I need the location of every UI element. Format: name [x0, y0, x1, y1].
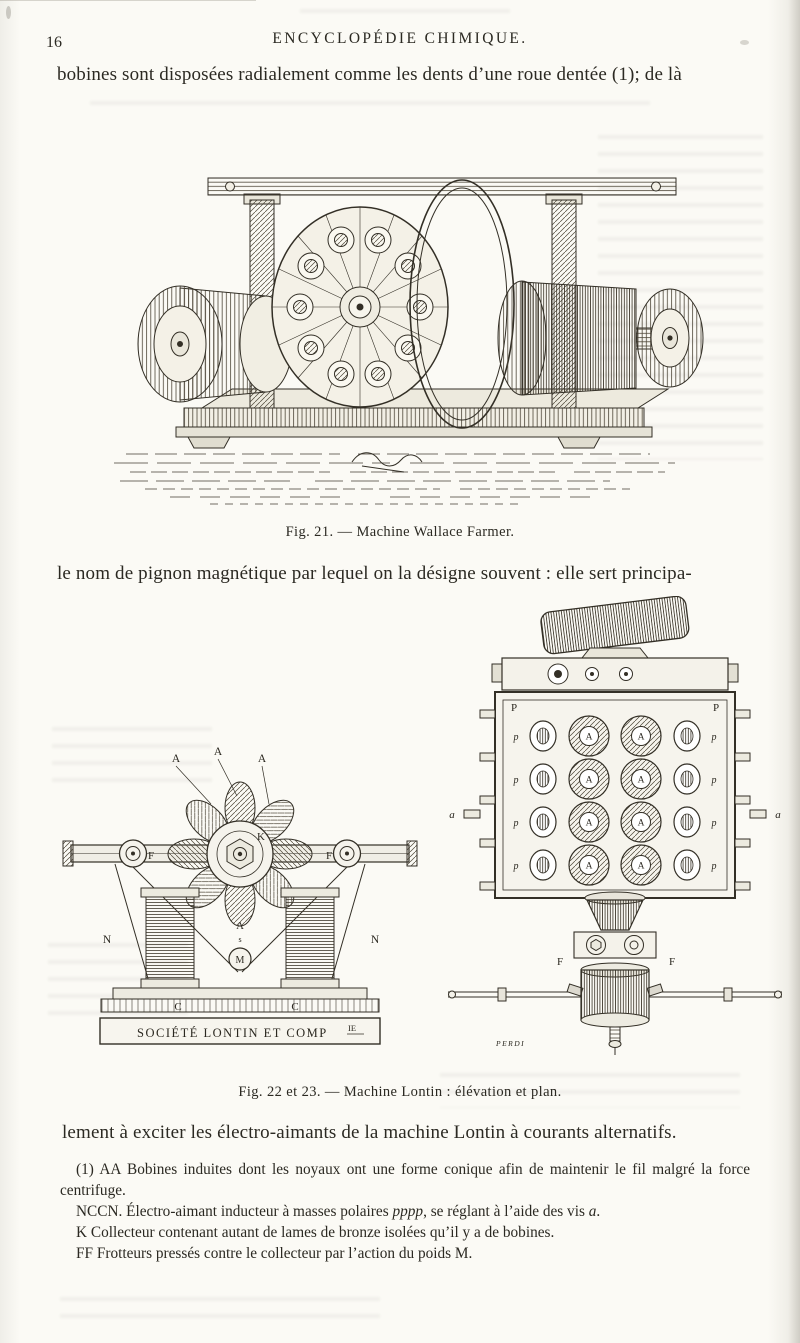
footnote-3: K Collecteur contenant autant de lames d… [60, 1223, 750, 1244]
fig22-nameplate [99, 1017, 381, 1045]
fig23-label-a-coil-6: A [638, 819, 645, 829]
figure-22-23-caption: Fig. 22 et 23. — Machine Lontin : élévat… [238, 1084, 562, 1100]
fig23-adjusting-screws-a [463, 809, 767, 819]
fig22-nameplate-superscript: IE [348, 1023, 356, 1033]
fig23-label-p-left-4: p [513, 861, 519, 872]
fig22-label-m: M [236, 955, 245, 966]
scan-blot [740, 40, 749, 45]
fig23-top-cylinder [540, 596, 690, 655]
bleedthrough-smudge [60, 1292, 380, 1318]
fig21-right-drum-and-pulley [497, 280, 704, 396]
fig23-label-a-coil-7: A [586, 862, 593, 872]
fig23-commutator-assembly [448, 962, 782, 1028]
footnote-3-text: K Collecteur contenant autant de lames d… [76, 1223, 555, 1241]
footnote-4-text: FF Frotteurs pressés contre le collecteu… [76, 1244, 473, 1262]
fig23-lower-shaft [608, 1026, 622, 1055]
paragraph-line-1: bobines sont disposées radialement comme… [57, 64, 682, 85]
fig23-induced-coils [529, 715, 701, 886]
fig23-label-a-coil-2: A [638, 733, 645, 743]
fig22-nameplate-text: SOCIÉTÉ LONTIN ET COMP [137, 1026, 328, 1040]
figure-21-engraving-wallace-farmer [114, 177, 704, 505]
fig23-label-f-left: F [557, 956, 563, 968]
fig22-label-a-top-1: A [172, 753, 181, 765]
fig22-label-k: K [257, 831, 265, 843]
fig23-label-a-screw-left: a [449, 809, 455, 821]
fig22-label-s: s [238, 935, 241, 944]
bleedthrough-smudge [300, 4, 510, 20]
paragraph-line-3: lement à exciter les électro-aimants de … [62, 1122, 677, 1143]
fig21-rotor-disc [271, 206, 449, 408]
bleedthrough-smudge [440, 1068, 740, 1108]
fig22-base [100, 987, 380, 1013]
fig23-label-a-coil-8: A [638, 862, 645, 872]
fig21-rotor-coils [286, 226, 434, 388]
footnote-2-text-end: . [596, 1202, 601, 1220]
fig22-label-f-left: F [148, 850, 154, 862]
fig23-label-p-right-1: p [711, 732, 717, 743]
bleedthrough-smudge [52, 722, 212, 782]
fig23-label-f-right: F [669, 956, 675, 968]
footnote-2-italic-a: a [588, 1202, 597, 1220]
title-bleed-rule [0, 0, 256, 1]
footnote-2-italic-pppp: pppp [392, 1202, 424, 1220]
fig22-label-a-top-3: A [258, 753, 267, 765]
scan-edge-shadow [788, 0, 800, 1343]
fig23-label-a-coil-4: A [638, 776, 645, 786]
fig22-weight-m [228, 947, 252, 971]
footnote-1-text: (1) AA Bobines induites dont les noyaux … [60, 1161, 750, 1199]
fig23-cone-gear [584, 891, 646, 931]
fig23-bearing-bracket [573, 931, 657, 959]
page-number: 16 [46, 34, 62, 51]
fig23-label-a-coil-5: A [586, 819, 593, 829]
fig22-label-f-right: F [326, 850, 332, 862]
figure-22-elevation-machine-lontin: A A A K F F N N A s M C C SOCIÉTÉ LONTIN… [62, 746, 418, 1045]
fig22-label-n-left: N [103, 934, 112, 946]
footnote-1: (1) AA Bobines induites dont les noyaux … [60, 1160, 750, 1202]
footnote-2: NCCN. Électro-aimant inducteur à masses … [60, 1202, 750, 1223]
fig21-ground-shading [114, 453, 675, 505]
fig23-label-a-screw-right: a [775, 809, 781, 821]
footnotes-block: (1) AA Bobines induites dont les noyaux … [60, 1160, 750, 1265]
fig23-label-p-top-right: P [713, 702, 719, 714]
paragraph-line-2: le nom de pignon magnétique par lequel o… [57, 563, 692, 584]
fig23-label-p-right-3: p [711, 818, 717, 829]
fig23-label-p-left-2: p [513, 775, 519, 786]
fig23-label-p-left-1: p [513, 732, 519, 743]
fig23-label-a-coil-3: A [586, 776, 593, 786]
fig23-neck [580, 647, 650, 659]
fig23-side-bolts [479, 709, 751, 891]
fig23-top-bracket [491, 657, 739, 691]
fig23-label-a-coil-1: A [586, 733, 593, 743]
footnote-4: FF Frotteurs pressés contre le collecteu… [60, 1244, 750, 1265]
fig22-label-a-mid: A [236, 921, 244, 932]
fig23-engraver-signature: PERDI [495, 1039, 525, 1048]
fig23-label-p-right-2: p [711, 775, 717, 786]
footnote-2-text-mid: , se réglant à l’aide des vis [423, 1202, 589, 1220]
fig22-label-c-right: C [291, 1001, 298, 1013]
fig22-label-n-right: N [371, 934, 380, 946]
running-header-title: ENCYCLOPÉDIE CHIMIQUE. [272, 30, 528, 47]
figure-21-caption: Fig. 21. — Machine Wallace Farmer. [285, 524, 515, 540]
fig22-label-leaders [175, 758, 270, 805]
figure-23-plan-machine-lontin: P P p p p p p p p p A A A A A A A A a a … [448, 596, 782, 1055]
fig23-label-p-top-left: P [511, 702, 517, 714]
fig22-field-coil-columns [140, 887, 340, 989]
fig21-left-drum-and-pulley [137, 285, 293, 403]
fig21-engraver-signature-flourish [351, 452, 423, 473]
fig22-label-c-left: C [174, 1001, 181, 1013]
fig23-label-p-right-4: p [711, 861, 717, 872]
scan-blot [6, 6, 11, 19]
bleedthrough-smudge [90, 96, 650, 116]
footnote-2-text: NCCN. Électro-aimant inducteur à masses … [76, 1202, 393, 1220]
fig22-hub-and-collector [206, 820, 274, 888]
fig22-label-a-top-2: A [214, 746, 223, 758]
fig23-label-p-left-3: p [513, 818, 519, 829]
